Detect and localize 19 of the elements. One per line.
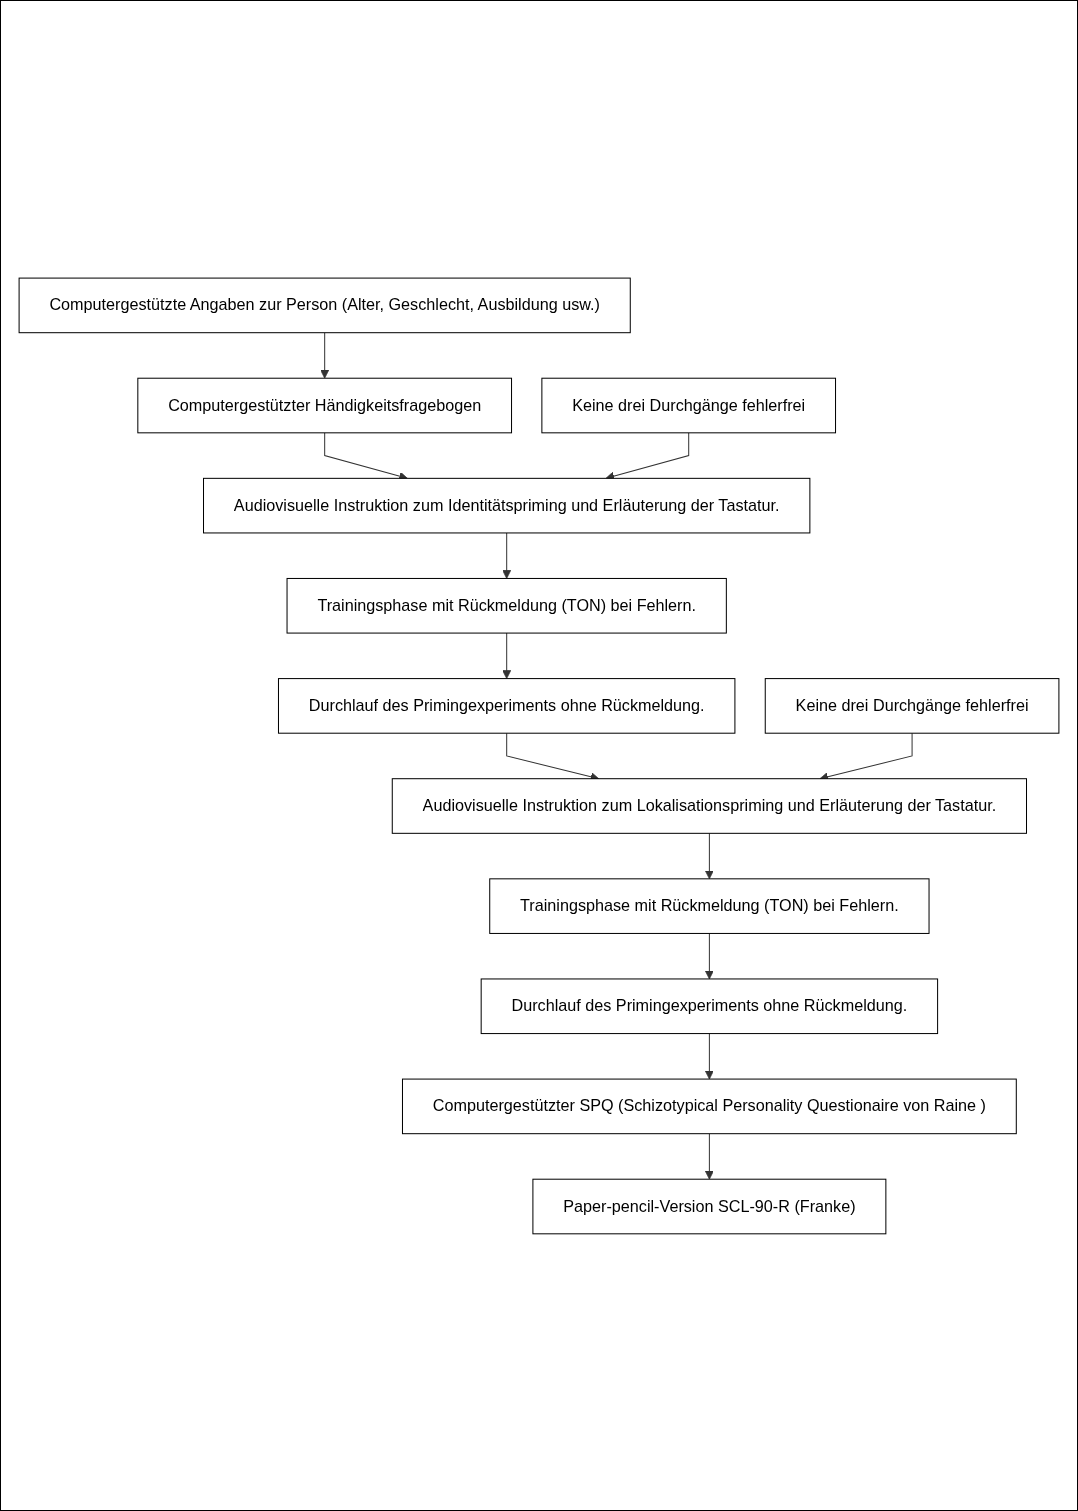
- node-box: Paper-pencil-Version SCL-90-R (Franke): [532, 1178, 887, 1234]
- node-box: Durchlauf des Primingexperiments ohne Rückmeldung.: [277, 677, 736, 734]
- arrow: [502, 632, 512, 679]
- node-box: Trainingsphase mit Rückmeldung (TON) bei Fehlern.: [286, 577, 727, 634]
- node-box: Trainingsphase mit Rückmeldung (TON) bei Fehlern.: [489, 877, 930, 934]
- node-box: Durchlauf des Primingexperiments ohne Rückmeldung.: [480, 978, 939, 1034]
- node-box: Computergestützter SPQ (Schizotypical Personality Questionaire von Raine ): [401, 1078, 1017, 1134]
- node-box: Keine drei Durchgänge fehlerfrei: [764, 677, 1060, 734]
- arrow: [704, 932, 714, 979]
- arrow: [704, 1132, 714, 1180]
- arrow: [320, 331, 330, 379]
- node-box: Audiovisuelle Instruktion zum Lokalisationspriming und Erläuterung der Tastatur.: [391, 777, 1027, 834]
- arrow: [704, 1032, 714, 1080]
- arrow: [704, 832, 714, 879]
- node-box: Computergestützter Händigkeitsfragebogen: [137, 377, 513, 433]
- arrow: [502, 532, 512, 579]
- node-box: Computergestützte Angaben zur Person (Alter, Geschlecht, Ausbildung usw.): [18, 277, 631, 333]
- node-box: Audiovisuelle Instruktion zum Identitätspriming und Erläuterung der Tastatur.: [203, 477, 811, 533]
- node-box: Keine drei Durchgänge fehlerfrei: [541, 377, 837, 433]
